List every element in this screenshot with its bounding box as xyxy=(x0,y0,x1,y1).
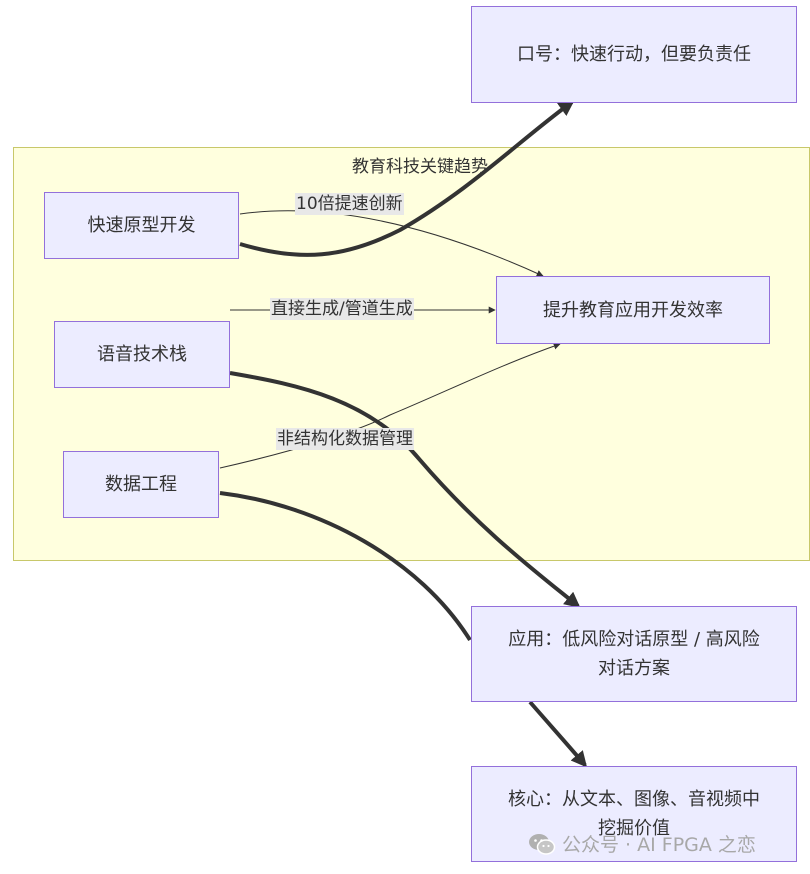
node-efficiency-label: 提升教育应用开发效率 xyxy=(543,299,723,321)
edge-application-to-core xyxy=(528,700,588,768)
edge-label-generation: 直接生成/管道生成 xyxy=(270,298,414,320)
cluster-title: 教育科技关键趋势 xyxy=(352,157,488,177)
node-core: 核心：从文本、图像、音视频中挖掘价值 xyxy=(471,766,797,862)
node-voice-stack: 语音技术栈 xyxy=(54,321,230,388)
node-voice-stack-label: 语音技术栈 xyxy=(97,344,187,365)
node-data-engineering-label: 数据工程 xyxy=(105,474,177,495)
node-application: 应用：低风险对话原型 / 高风险对话方案 xyxy=(471,606,797,702)
wechat-icon xyxy=(529,833,556,855)
edge-label-innovation: 10倍提速创新 xyxy=(295,193,404,215)
edge-voice-to-application xyxy=(229,371,581,609)
node-rapid-prototyping-label: 快速原型开发 xyxy=(87,215,196,236)
edge-prototyping-to-efficiency xyxy=(239,210,544,277)
edge-label-unstructured: 非结构化数据管理 xyxy=(276,428,414,450)
edge-prototyping-to-slogan xyxy=(239,100,575,257)
node-rapid-prototyping: 快速原型开发 xyxy=(44,192,239,259)
node-data-engineering: 数据工程 xyxy=(63,451,219,518)
node-core-label: 核心：从文本、图像、音视频中挖掘价值 xyxy=(508,789,760,839)
edge-data-to-application xyxy=(219,491,472,642)
watermark: 公众号 · AI FPGA 之恋 xyxy=(528,830,756,857)
edge-data-to-efficiency xyxy=(219,342,561,469)
node-slogan: 口号：快速行动，但要负责任 xyxy=(471,6,797,103)
node-slogan-label: 口号：快速行动，但要负责任 xyxy=(517,44,751,65)
watermark-text: 公众号 · AI FPGA 之恋 xyxy=(562,834,756,856)
node-application-label: 应用：低风险对话原型 / 高风险对话方案 xyxy=(508,629,760,679)
node-efficiency: 提升教育应用开发效率 xyxy=(496,276,770,344)
